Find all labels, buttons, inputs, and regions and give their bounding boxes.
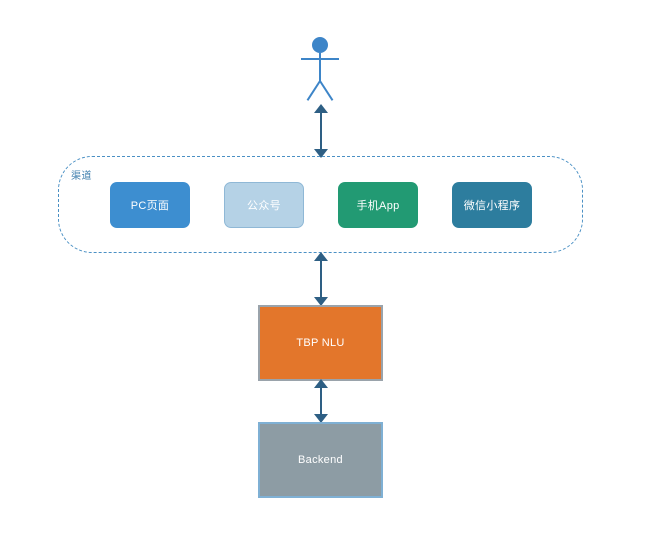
connector-channel-to-nlu xyxy=(309,252,333,306)
connector-nlu-to-backend xyxy=(309,379,333,423)
node-tbp-nlu-label: TBP NLU xyxy=(296,337,345,349)
connector-actor-to-channel xyxy=(309,104,333,158)
channel-group-label: 渠道 xyxy=(71,171,92,182)
arrowhead-down-icon xyxy=(314,149,328,158)
connector-line xyxy=(320,385,322,417)
channel-box-official-account-label: 公众号 xyxy=(247,200,281,212)
channel-box-pc-label: PC页面 xyxy=(130,200,170,212)
user-actor-icon xyxy=(295,33,345,103)
channel-box-wechat-miniprogram[interactable]: 微信小程序 xyxy=(452,182,532,228)
actor-leg-right-icon xyxy=(319,80,334,101)
arrowhead-down-icon xyxy=(314,297,328,306)
actor-body-icon xyxy=(319,53,321,82)
node-tbp-nlu[interactable]: TBP NLU xyxy=(258,305,383,381)
channel-box-mobile-app[interactable]: 手机App xyxy=(338,182,418,228)
channel-box-mobile-app-label: 手机App xyxy=(356,200,400,212)
channel-box-pc[interactable]: PC页面 xyxy=(110,182,190,228)
connector-line xyxy=(320,258,322,300)
arrowhead-up-icon xyxy=(314,252,328,261)
node-backend[interactable]: Backend xyxy=(258,422,383,498)
actor-leg-left-icon xyxy=(306,80,321,101)
connector-line xyxy=(320,110,322,152)
arrowhead-up-icon xyxy=(314,104,328,113)
node-backend-label: Backend xyxy=(298,454,343,466)
channel-box-official-account[interactable]: 公众号 xyxy=(224,182,304,228)
arrowhead-up-icon xyxy=(314,379,328,388)
channel-box-wechat-miniprogram-label: 微信小程序 xyxy=(463,200,521,212)
arrowhead-down-icon xyxy=(314,414,328,423)
actor-head-icon xyxy=(312,37,328,53)
